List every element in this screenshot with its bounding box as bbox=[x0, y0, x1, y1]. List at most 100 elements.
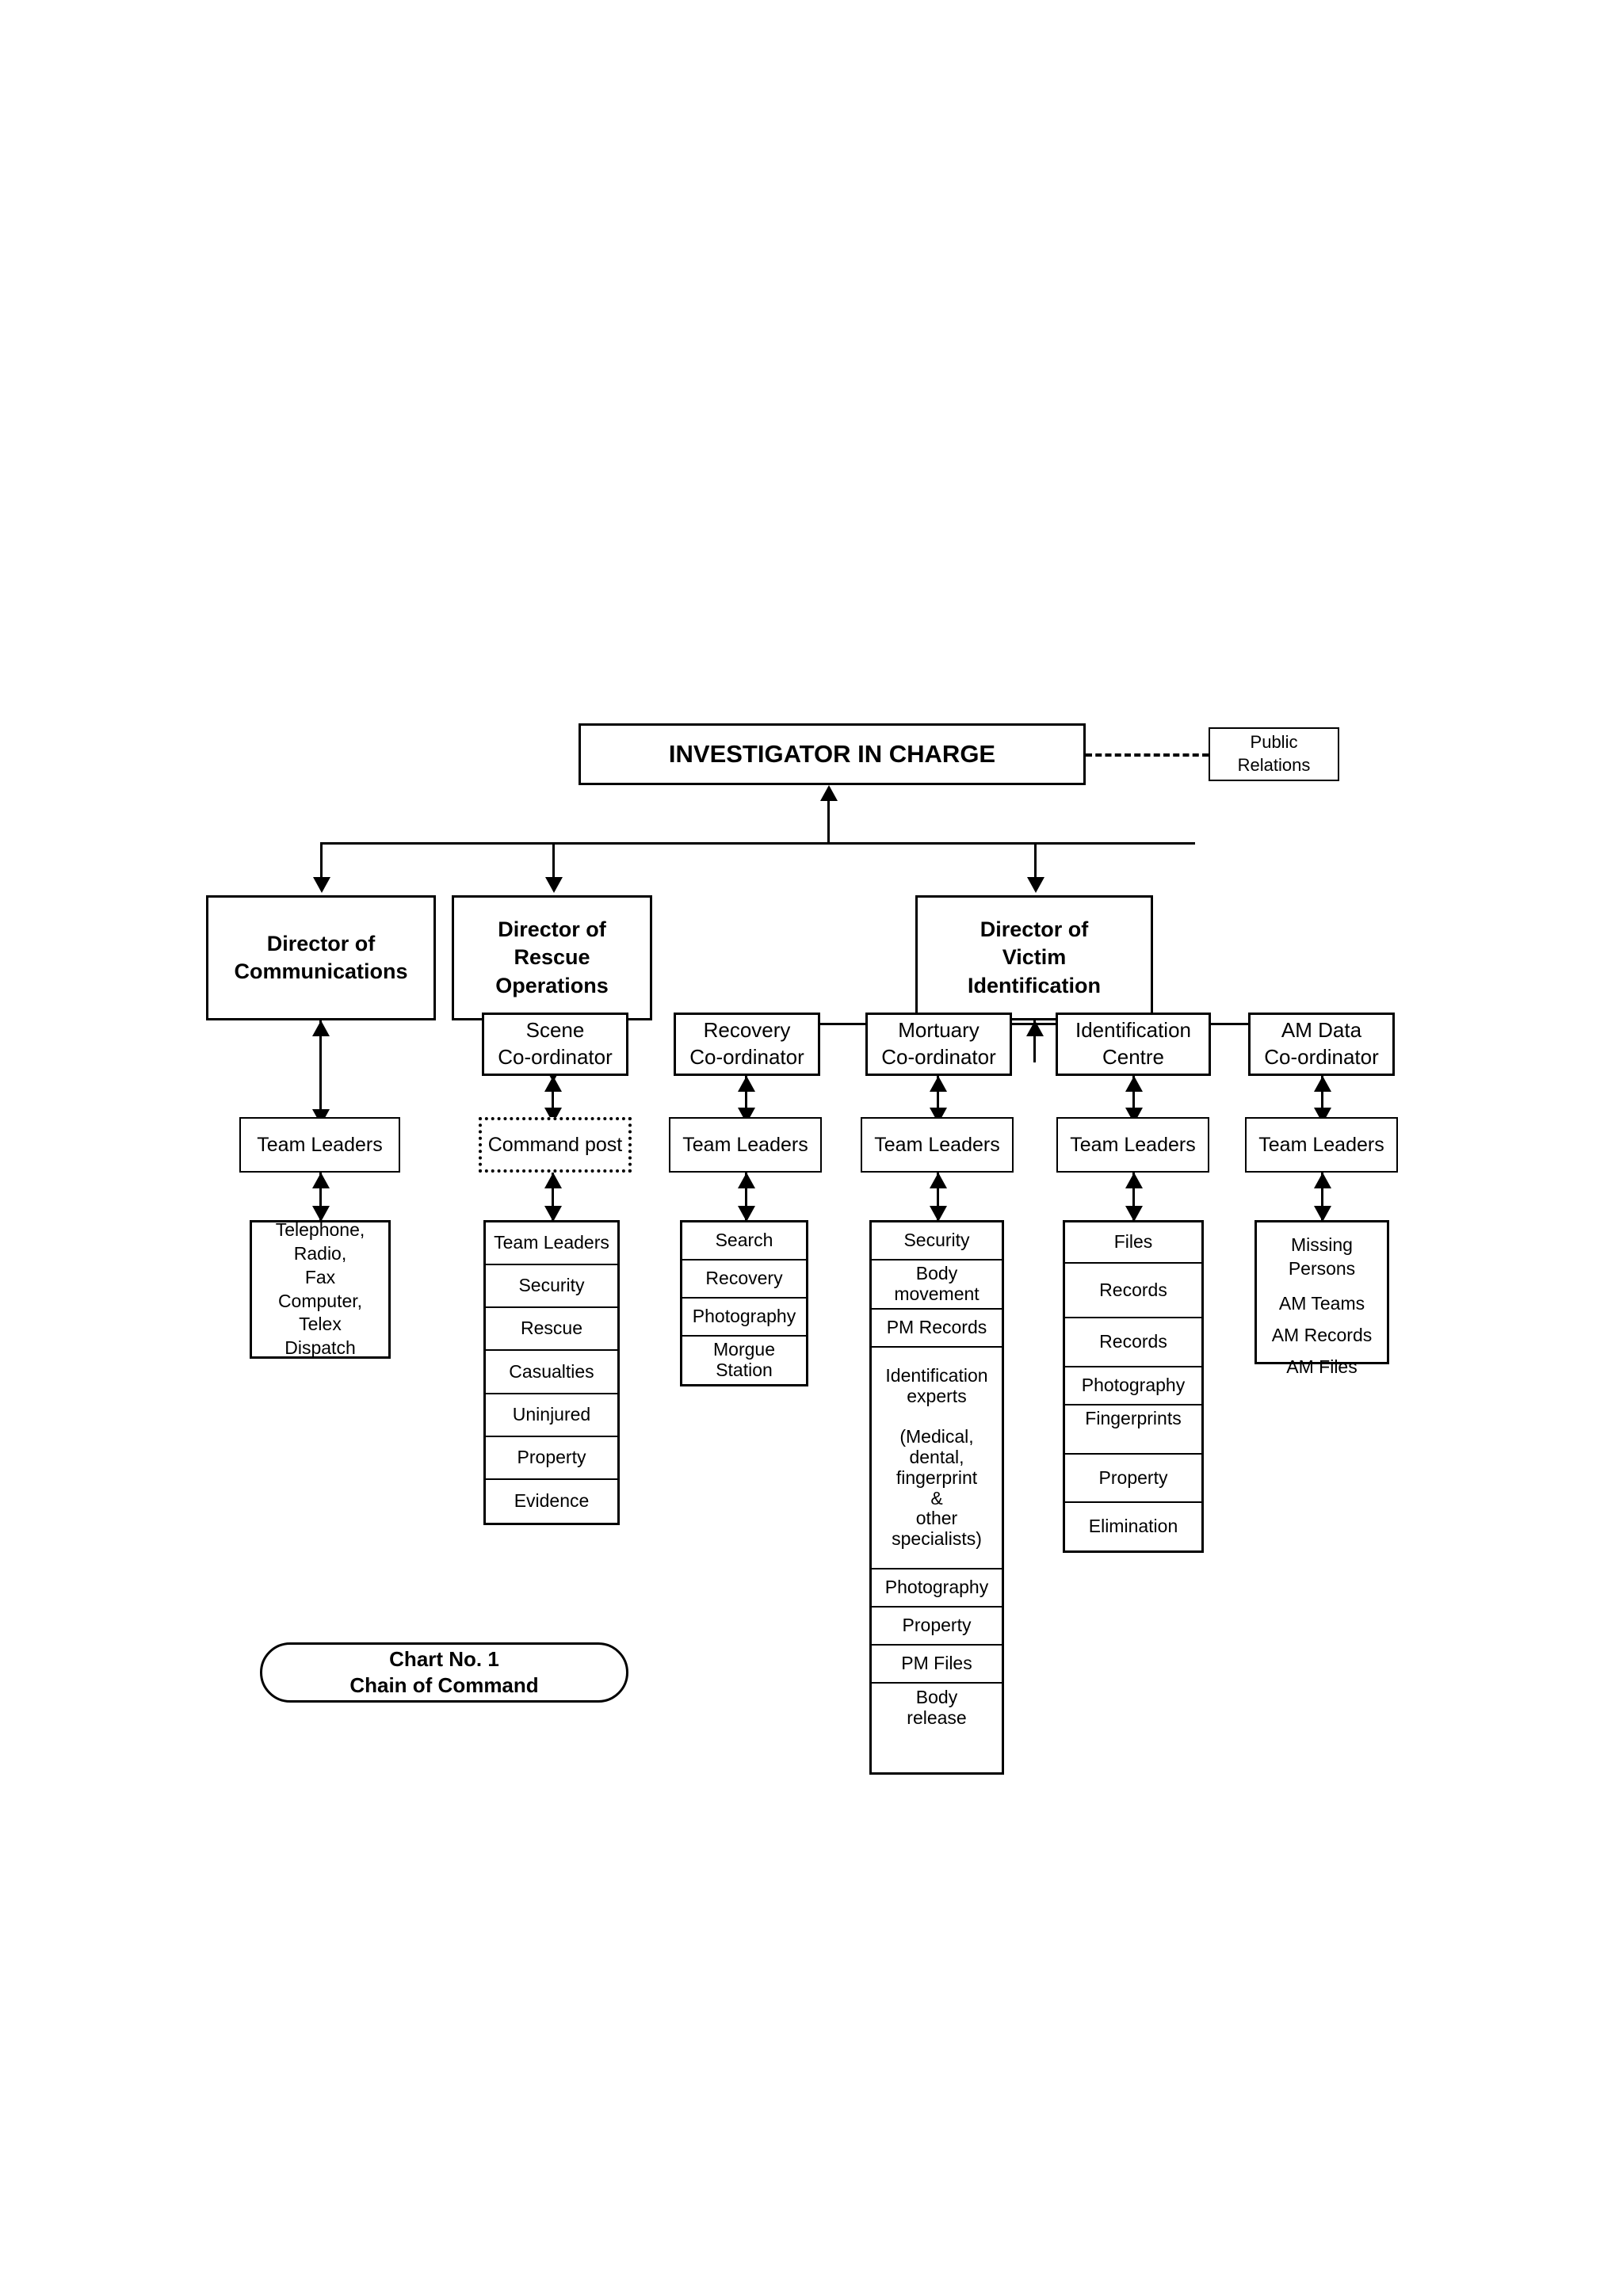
scene-line-2: Co-ordinator bbox=[498, 1045, 613, 1069]
arrow-up-to-investigator bbox=[820, 785, 838, 801]
list-item[interactable]: Photography bbox=[872, 1569, 1002, 1608]
stack-mortuary: Security Body movement PM Records Identi… bbox=[869, 1220, 1004, 1775]
list-item[interactable]: Photography bbox=[682, 1299, 806, 1337]
list-item[interactable]: Identification experts (Medical, dental,… bbox=[872, 1348, 1002, 1569]
list-item[interactable]: Search bbox=[682, 1222, 806, 1261]
amdata-item: Missing Persons bbox=[1288, 1234, 1356, 1279]
node-amdata-coordinator[interactable]: AM Data Co-ordinator bbox=[1248, 1013, 1395, 1076]
list-item[interactable]: PM Records bbox=[872, 1310, 1002, 1348]
identification-line-1: Identification bbox=[1075, 1018, 1191, 1043]
public-relations-line-1: Public bbox=[1250, 732, 1298, 753]
drop-rescue bbox=[552, 842, 555, 880]
comm-equip-line: Dispatch bbox=[285, 1337, 356, 1359]
node-team-leaders-recovery[interactable]: Team Leaders bbox=[669, 1117, 822, 1173]
node-director-of-rescue-operations[interactable]: Director of Rescue Operations bbox=[452, 895, 652, 1020]
arrow-up-recovery-stack bbox=[738, 1173, 755, 1188]
comm-equip-line: Telephone, bbox=[275, 1219, 365, 1240]
list-item[interactable]: Property bbox=[872, 1608, 1002, 1646]
node-team-leaders-amdata[interactable]: Team Leaders bbox=[1245, 1117, 1398, 1173]
arrow-up-mortuary-stack bbox=[930, 1173, 947, 1188]
node-investigator-in-charge[interactable]: INVESTIGATOR IN CHARGE bbox=[579, 723, 1086, 785]
arrow-up-identification-teamleaders bbox=[1125, 1076, 1143, 1092]
mortuary-line-2: Co-ordinator bbox=[881, 1045, 996, 1069]
victim-line-3: Identification bbox=[968, 973, 1101, 997]
list-item[interactable]: PM Files bbox=[872, 1646, 1002, 1684]
drop-communications bbox=[320, 842, 323, 880]
recovery-line-1: Recovery bbox=[703, 1018, 791, 1043]
arrow-down-identification-stack bbox=[1125, 1206, 1143, 1222]
node-team-leaders-identification[interactable]: Team Leaders bbox=[1056, 1117, 1209, 1173]
chart-caption: Chart No. 1 Chain of Command bbox=[260, 1642, 628, 1703]
list-item[interactable]: Files bbox=[1065, 1222, 1201, 1264]
arrow-up-mortuary-teamleaders bbox=[930, 1076, 947, 1092]
list-item[interactable]: Team Leaders bbox=[486, 1222, 617, 1266]
node-mortuary-coordinator[interactable]: Mortuary Co-ordinator bbox=[865, 1013, 1012, 1076]
list-item[interactable]: Elimination bbox=[1088, 1516, 1178, 1537]
stack-scene: Team Leaders Security Rescue Casualties … bbox=[483, 1220, 620, 1525]
node-public-relations[interactable]: Public Relations bbox=[1209, 727, 1339, 781]
connector-amdata-stack bbox=[1321, 1173, 1323, 1222]
amdata-item: AM Teams bbox=[1278, 1292, 1365, 1314]
arrow-down-mortuary-stack bbox=[930, 1206, 947, 1222]
bus-victim-coordinators-main bbox=[746, 1023, 1324, 1025]
rescue-line-3: Operations bbox=[495, 973, 609, 997]
arrow-down-commandpost-scenestack bbox=[544, 1206, 562, 1222]
node-team-leaders-communications[interactable]: Team Leaders bbox=[239, 1117, 400, 1173]
connector-scene-commandpost bbox=[552, 1076, 554, 1123]
connector-bus-to-investigator bbox=[827, 800, 830, 845]
stack-recovery: Search Recovery Photography Morgue Stati… bbox=[680, 1220, 808, 1386]
arrow-up-amdata-stack bbox=[1314, 1173, 1331, 1188]
list-item[interactable]: Security bbox=[486, 1265, 617, 1309]
dashed-connector-public-relations bbox=[1086, 753, 1209, 757]
connector-mortuary-stack bbox=[937, 1173, 939, 1222]
comm-equip-line: Fax bbox=[304, 1266, 336, 1287]
node-director-of-victim-identification[interactable]: Director of Victim Identification bbox=[915, 895, 1153, 1020]
arrow-down-amdata-stack bbox=[1314, 1206, 1331, 1222]
node-communications-equipment[interactable]: Telephone, Radio, Fax Computer, Telex Di… bbox=[250, 1219, 391, 1359]
arrow-down-rescue bbox=[545, 877, 563, 893]
arrow-down-comms-equipment bbox=[312, 1206, 330, 1222]
connector-mortuary-teamleaders bbox=[937, 1076, 939, 1123]
recovery-line-2: Co-ordinator bbox=[689, 1045, 804, 1069]
amdata-item: AM Files bbox=[1286, 1356, 1358, 1377]
identification-line-2: Centre bbox=[1102, 1045, 1165, 1069]
list-item[interactable]: Body release bbox=[907, 1687, 967, 1728]
list-item[interactable]: Casualties bbox=[486, 1351, 617, 1394]
list-item[interactable]: Morgue Station bbox=[713, 1339, 775, 1380]
victim-line-2: Victim bbox=[1002, 945, 1067, 970]
node-command-post[interactable]: Command post bbox=[479, 1117, 632, 1173]
node-director-of-communications[interactable]: Director of Communications bbox=[206, 895, 436, 1020]
list-item[interactable]: Recovery bbox=[682, 1261, 806, 1299]
arrow-up-communications-team-leaders bbox=[312, 1020, 330, 1036]
list-item[interactable]: Property bbox=[486, 1437, 617, 1480]
amdata-item: AM Records bbox=[1271, 1324, 1373, 1345]
node-recovery-coordinator[interactable]: Recovery Co-ordinator bbox=[674, 1013, 820, 1076]
list-item[interactable]: Rescue bbox=[486, 1308, 617, 1352]
connector-recovery-teamleaders bbox=[745, 1076, 747, 1123]
caption-line-1: Chart No. 1 bbox=[389, 1646, 499, 1671]
list-item[interactable]: Security bbox=[872, 1222, 1002, 1261]
list-item[interactable]: Records bbox=[1065, 1264, 1201, 1319]
list-item[interactable]: Body movement bbox=[872, 1261, 1002, 1310]
list-item[interactable]: Uninjured bbox=[486, 1394, 617, 1437]
list-item[interactable]: Photography bbox=[1065, 1367, 1201, 1405]
node-scene-coordinator[interactable]: Scene Co-ordinator bbox=[482, 1013, 628, 1076]
drop-victim bbox=[1034, 842, 1037, 880]
connector-identification-stack bbox=[1132, 1173, 1135, 1222]
connector-recovery-stack bbox=[745, 1173, 747, 1222]
list-item[interactable]: Property bbox=[1065, 1455, 1201, 1504]
communications-line-1: Director of bbox=[266, 931, 376, 955]
connector-identification-teamleaders bbox=[1132, 1076, 1135, 1123]
list-item[interactable]: Records bbox=[1065, 1318, 1201, 1368]
list-item[interactable]: Evidence bbox=[514, 1490, 590, 1512]
arrow-up-commandpost-scenestack bbox=[544, 1173, 562, 1188]
node-team-leaders-mortuary[interactable]: Team Leaders bbox=[861, 1117, 1014, 1173]
arrow-up-comms-equipment bbox=[312, 1173, 330, 1188]
scene-line-1: Scene bbox=[525, 1018, 585, 1043]
node-identification-centre[interactable]: Identification Centre bbox=[1056, 1013, 1211, 1076]
rescue-line-2: Rescue bbox=[514, 945, 590, 970]
list-item[interactable]: Fingerprints bbox=[1065, 1405, 1201, 1455]
node-amdata-details[interactable]: Missing Persons AM Teams AM Records AM F… bbox=[1254, 1220, 1389, 1377]
